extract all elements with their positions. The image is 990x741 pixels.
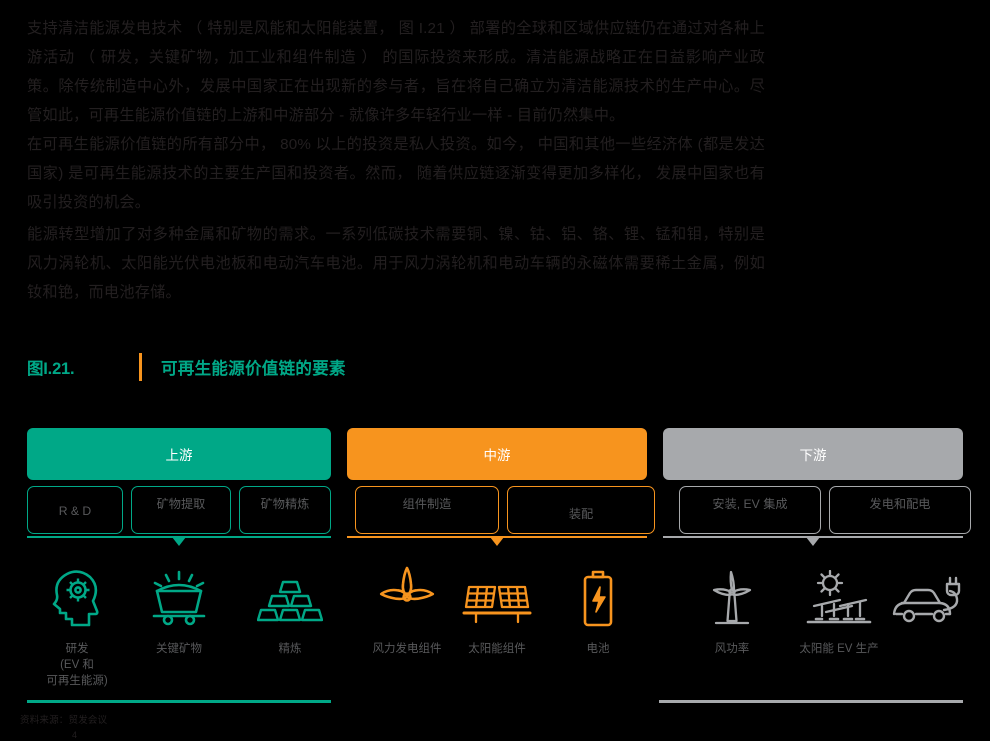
figure-source: 资料来源：贸发会议 — [20, 715, 108, 726]
brace-downstream-arrow-icon — [806, 537, 820, 546]
substep-mineral-extraction-label: 矿物提取 — [156, 497, 206, 511]
figure-title: 可再生能源价值链的要素 — [161, 360, 346, 378]
icon-label-rd-line3: 可再生能源) — [46, 675, 108, 687]
paragraph-2: 在可再生能源价值链的所有部分中， 80% 以上的投资是私人投资。如今， 中国和其… — [27, 136, 765, 211]
icon-cell-battery[interactable]: 电池 — [543, 566, 653, 657]
footer-rule-left — [27, 700, 331, 703]
substep-component-manufacturing[interactable]: 组件制造 — [355, 486, 499, 534]
icon-label-refining: 精炼 — [278, 643, 302, 655]
footer-rule-right — [659, 700, 963, 703]
substep-installation-ev-integration-label: 安装, EV 集成 — [712, 497, 788, 511]
substep-assembly[interactable]: 装配 — [507, 486, 655, 534]
solar-farm-icon — [804, 566, 874, 628]
icon-cell-refining[interactable]: 精炼 — [235, 566, 345, 657]
gold-bars-icon — [257, 566, 323, 628]
substep-mineral-refining[interactable]: 矿物精炼 — [239, 486, 331, 534]
figure-divider-rule — [139, 353, 142, 381]
battery-icon — [581, 566, 615, 628]
page-number: 4 — [72, 730, 78, 740]
substep-group-upstream: R & D 矿物提取 矿物精炼 — [27, 486, 331, 534]
icon-cell-rd[interactable]: 研发 (EV 和 可再生能源) — [22, 566, 132, 689]
brace-midstream-arrow-icon — [490, 537, 504, 546]
icon-cell-ev-charging[interactable] — [872, 566, 982, 641]
substep-row: R & D 矿物提取 矿物精炼 组件制造 装配 安装, EV 集 — [27, 486, 971, 534]
brace-midstream — [347, 536, 647, 550]
solar-panel-icon — [462, 566, 532, 628]
icon-label-solar-components: 太阳能组件 — [468, 643, 526, 655]
icon-label-solar-ev-production: 太阳能 EV 生产 — [799, 643, 879, 655]
figure-number: 图I.21. — [27, 360, 75, 378]
substep-rd[interactable]: R & D — [27, 486, 123, 534]
paragraph-block-1: 支持清洁能源发电技术 （ 特别是风能和太阳能装置， 图 I.21 ） 部署的全球… — [27, 14, 765, 130]
icon-label-critical-minerals: 关键矿物 — [156, 643, 202, 655]
brace-downstream — [663, 536, 963, 550]
substep-group-downstream: 安装, EV 集成 发电和配电 — [679, 486, 971, 534]
icon-cell-wind-components[interactable]: 风力发电组件 — [352, 566, 462, 657]
substep-group-midstream: 组件制造 装配 — [355, 486, 655, 534]
icon-cell-wind-power[interactable]: 风功率 — [677, 566, 787, 657]
substep-rd-label: R & D — [58, 504, 92, 518]
icon-cell-critical-minerals[interactable]: 关键矿物 — [124, 566, 234, 657]
value-chain-diagram: 上游 中游 下游 R & D 矿物提取 矿物精炼 组件制造 — [27, 428, 971, 701]
brace-connector-row — [27, 536, 963, 562]
icon-row: 研发 (EV 和 可再生能源) 关键矿物 — [27, 566, 963, 701]
substep-mineral-refining-label: 矿物精炼 — [260, 497, 310, 511]
icon-label-battery: 电池 — [586, 643, 610, 655]
icon-label-wind-power: 风功率 — [714, 643, 750, 655]
head-gear-icon — [49, 566, 105, 628]
substep-installation-ev-integration[interactable]: 安装, EV 集成 — [679, 486, 821, 534]
icon-label-rd: 研发 (EV 和 可再生能源) — [46, 641, 107, 689]
stage-header-midstream[interactable]: 中游 — [347, 428, 647, 480]
paragraph-block-2: 在可再生能源价值链的所有部分中， 80% 以上的投资是私人投资。如今， 中国和其… — [27, 130, 765, 217]
paragraph-3: 能源转型增加了对多种金属和矿物的需求。一系列低碳技术需要铜、镍、钴、铝、铬、锂、… — [27, 226, 765, 301]
substep-generation-distribution-label: 发电和配电 — [869, 497, 931, 511]
stage-header-row: 上游 中游 下游 — [27, 428, 963, 480]
stage-header-upstream[interactable]: 上游 — [27, 428, 331, 480]
icon-cell-solar-components[interactable]: 太阳能组件 — [442, 566, 552, 657]
icon-label-wind-components: 风力发电组件 — [372, 643, 442, 655]
icon-label-rd-line2: (EV 和 — [60, 659, 94, 671]
brace-upstream-arrow-icon — [172, 537, 186, 546]
wind-turbine-icon — [702, 566, 762, 628]
substep-component-manufacturing-label: 组件制造 — [402, 497, 452, 511]
substep-assembly-label: 装配 — [568, 507, 594, 521]
substep-generation-distribution[interactable]: 发电和配电 — [829, 486, 971, 534]
paragraph-block-3: 能源转型增加了对多种金属和矿物的需求。一系列低碳技术需要铜、镍、钴、铝、铬、锂、… — [27, 220, 765, 307]
brace-upstream — [27, 536, 331, 550]
figure-heading: 图I.21. 可再生能源价值链的要素 — [27, 352, 346, 382]
turbine-blades-icon — [376, 566, 438, 628]
ev-charging-icon — [890, 566, 964, 628]
icon-label-rd-line1: 研发 — [65, 643, 89, 655]
substep-mineral-extraction[interactable]: 矿物提取 — [131, 486, 231, 534]
icon-cell-solar-ev-production[interactable]: 太阳能 EV 生产 — [784, 566, 894, 657]
mining-cart-icon — [148, 566, 210, 628]
paragraph-1: 支持清洁能源发电技术 （ 特别是风能和太阳能装置， 图 I.21 ） 部署的全球… — [27, 20, 765, 124]
stage-header-downstream[interactable]: 下游 — [663, 428, 963, 480]
